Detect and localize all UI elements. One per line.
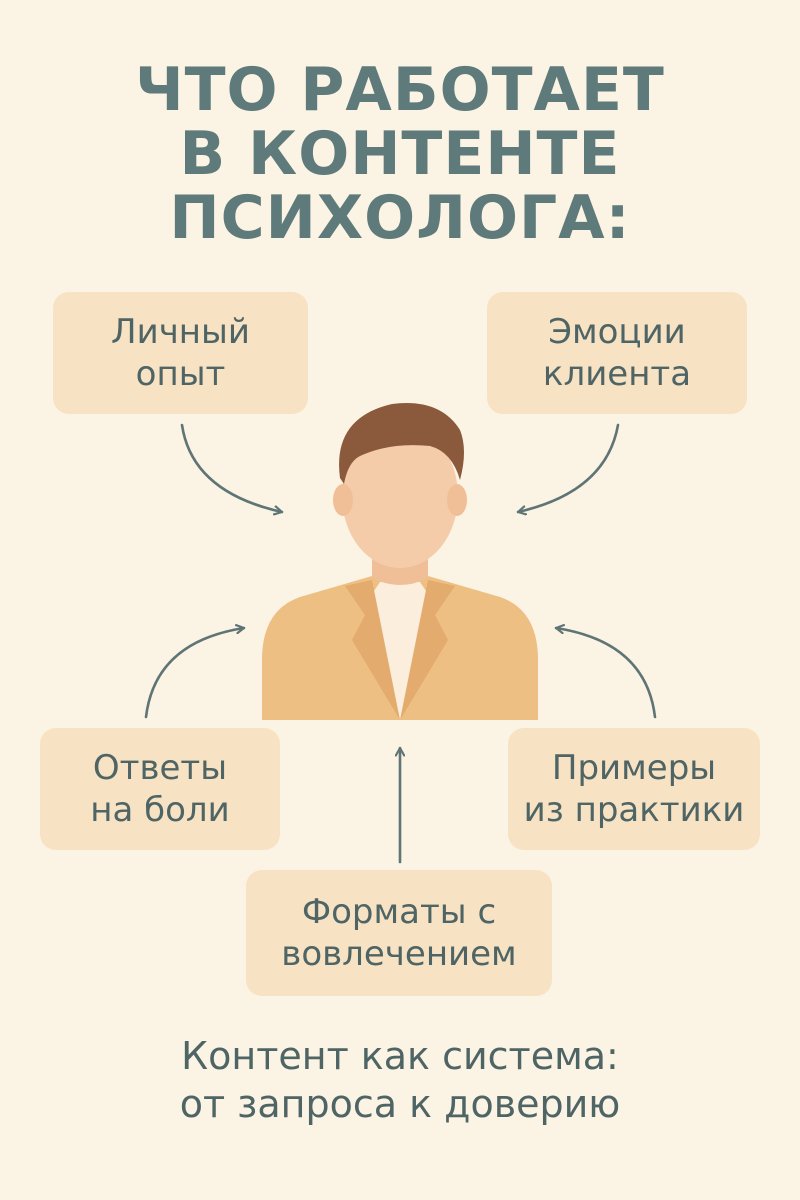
box-pain-answers-line-1: Ответы	[92, 748, 228, 788]
box-pain-answers: Ответы на боли	[40, 728, 280, 850]
left-ear	[333, 484, 353, 516]
arrow-client-emotions	[516, 423, 620, 512]
left-lapel	[345, 580, 400, 720]
page-title: ЧТО РАБОТАЕТ В КОНТЕНТЕ ПСИХОЛОГА:	[0, 58, 800, 250]
arrow-pain-answers	[144, 628, 246, 719]
footer-line-2: от запроса к доверию	[179, 1082, 621, 1126]
box-personal-experience: Личный опыт	[53, 292, 308, 414]
right-lapel	[400, 580, 455, 720]
title-line-3: ПСИХОЛОГА:	[169, 183, 631, 253]
right-ear	[447, 484, 467, 516]
box-client-emotions: Эмоции клиента	[487, 292, 747, 414]
head	[342, 424, 458, 568]
box-personal-experience-line-2: опыт	[135, 354, 226, 394]
box-practice-examples-line-1: Примеры	[551, 748, 717, 788]
box-engagement-formats-line-2: вовлечением	[281, 934, 517, 974]
footer-caption: Контент как система: от запроса к довери…	[0, 1032, 800, 1128]
box-practice-examples-line-2: из практики	[523, 790, 745, 830]
footer-line-1: Контент как система:	[181, 1034, 619, 1078]
box-engagement-formats-line-1: Форматы с	[301, 892, 497, 932]
box-client-emotions-line-2: клиента	[542, 354, 692, 394]
box-pain-answers-line-2: на боли	[90, 790, 230, 830]
arrow-practice-examples	[554, 628, 657, 719]
shirt	[368, 582, 432, 720]
box-engagement-formats: Форматы с вовлечением	[246, 870, 552, 996]
psychologist-person-icon	[262, 403, 538, 720]
box-client-emotions-line-1: Эмоции	[548, 312, 686, 352]
arrow-personal-experience	[180, 423, 284, 512]
hair	[339, 403, 464, 484]
title-line-2: В КОНТЕНТЕ	[179, 119, 621, 189]
box-practice-examples: Примеры из практики	[508, 728, 760, 850]
box-personal-experience-line-1: Личный	[111, 312, 250, 352]
title-line-1: ЧТО РАБОТАЕТ	[135, 55, 665, 125]
